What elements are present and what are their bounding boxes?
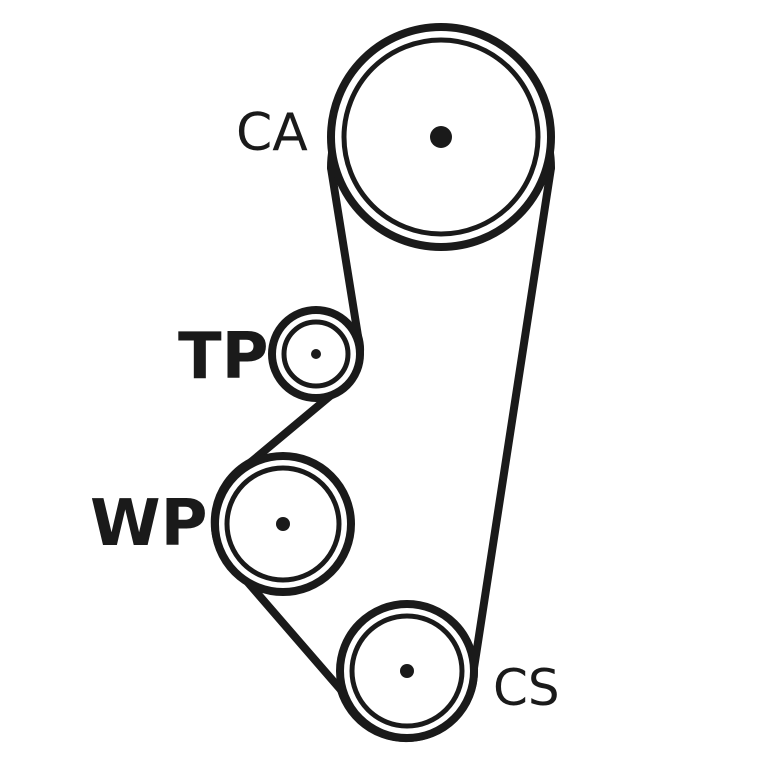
- pulley-wp-inner: [224, 465, 342, 583]
- pulley-cs-inner: [349, 613, 465, 729]
- belt-span-ca-cs: [470, 164, 555, 672]
- pulley-wp-hub: [276, 517, 290, 531]
- pulley-ca-inner: [341, 37, 541, 237]
- label-ca: CA: [236, 103, 308, 163]
- label-wp: WP: [90, 487, 208, 561]
- label-tp: TP: [178, 320, 269, 394]
- label-cs: CS: [493, 659, 560, 717]
- belt-span-tp-ca: [327, 164, 362, 340]
- belt-span-cs-wp: [240, 574, 345, 694]
- pulley-cs-hub: [400, 664, 414, 678]
- pulley-cs: [336, 600, 478, 742]
- pulley-tp-hub: [311, 349, 321, 359]
- pulley-ca: [327, 23, 555, 251]
- pulley-wp: [211, 452, 355, 596]
- pulley-tp-inner: [281, 319, 351, 389]
- pulley-tp: [268, 306, 364, 402]
- pulley-ca-hub: [430, 126, 452, 148]
